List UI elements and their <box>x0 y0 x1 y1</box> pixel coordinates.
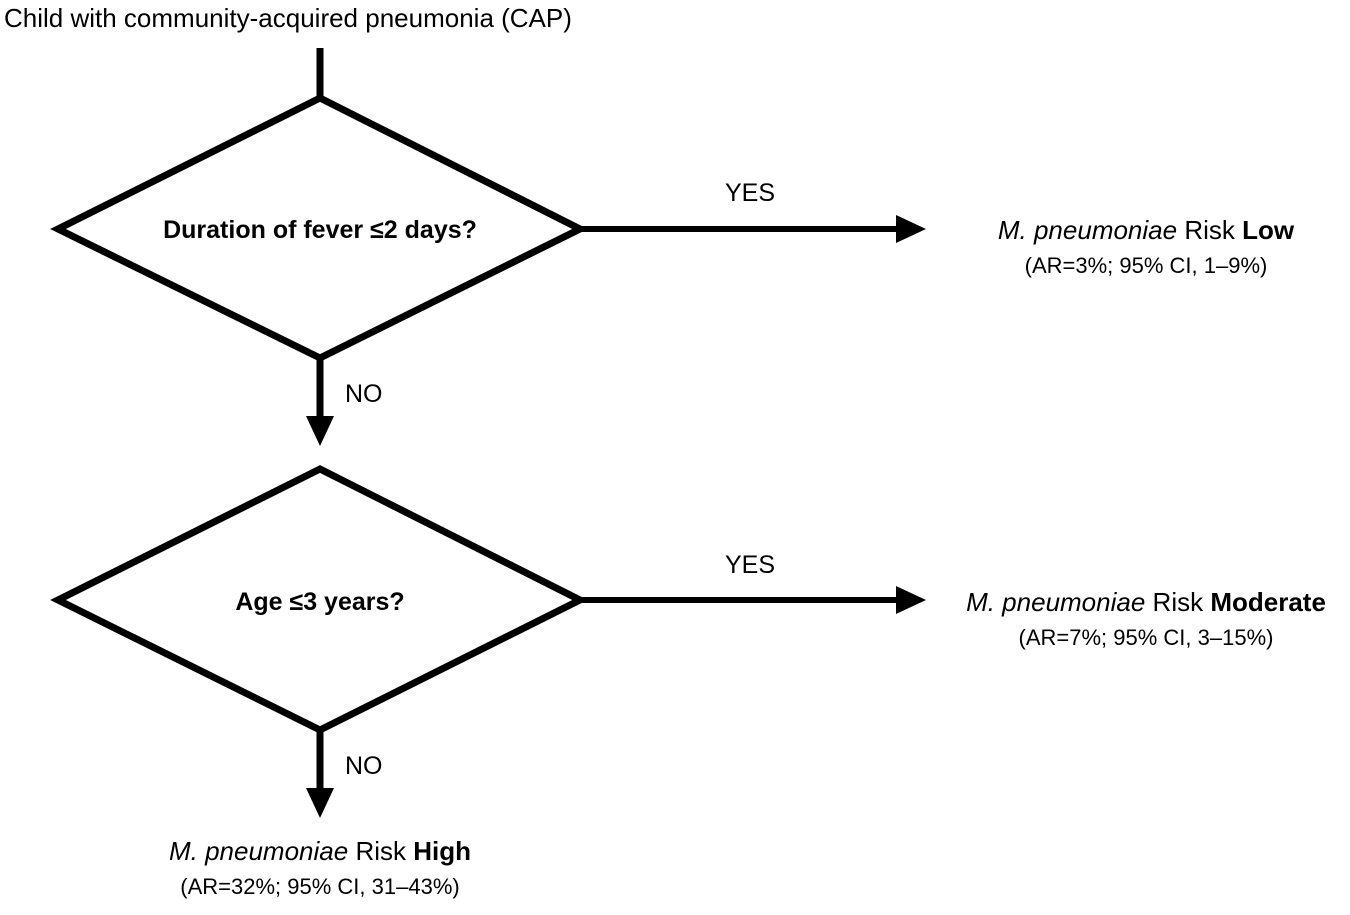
outcome-low-risk-word: Risk <box>1184 215 1235 245</box>
decision-1-question: Duration of fever ≤2 days? <box>163 216 477 244</box>
decision-1-no-arrowhead <box>306 416 334 446</box>
decision-1-yes-label: YES <box>725 179 776 207</box>
decision-2-yes-label: YES <box>725 551 776 579</box>
outcome-moderate-risk-word: Risk <box>1152 587 1204 617</box>
outcome-high-title: M. pneumoniae Risk High <box>169 838 471 864</box>
decision-2-yes-arrowhead <box>896 586 926 614</box>
outcome-moderate-organism: M. pneumoniae <box>966 587 1146 617</box>
decision-2-question: Age ≤3 years? <box>235 588 405 616</box>
outcome-moderate-stats: (AR=7%; 95% CI, 3–15%) <box>1018 625 1274 650</box>
outcome-low-title: M. pneumoniae Risk Low <box>998 217 1294 243</box>
outcome-low: M. pneumoniae Risk Low (AR=3%; 95% CI, 1… <box>998 217 1294 277</box>
outcome-moderate-title: M. pneumoniae Risk Moderate <box>966 589 1326 615</box>
decision-2-no-label: NO <box>345 752 383 780</box>
outcome-moderate-level: Moderate <box>1210 587 1326 617</box>
outcome-low-organism: M. pneumoniae <box>997 215 1178 245</box>
decision-1-yes-arrowhead <box>896 215 926 243</box>
outcome-low-stats: (AR=3%; 95% CI, 1–9%) <box>1024 253 1268 278</box>
outcome-moderate: M. pneumoniae Risk Moderate (AR=7%; 95% … <box>966 589 1326 649</box>
outcome-high-organism: M. pneumoniae <box>168 836 349 866</box>
outcome-high: M. pneumoniae Risk High (AR=32%; 95% CI,… <box>169 838 471 898</box>
outcome-high-level: High <box>413 836 472 866</box>
decision-1-no-label: NO <box>345 380 383 408</box>
decision-2-no-arrowhead <box>306 788 334 818</box>
outcome-high-risk-word: Risk <box>355 836 407 866</box>
outcome-low-level: Low <box>1242 215 1295 245</box>
start-node-label: Child with community-acquired pneumonia … <box>4 3 572 33</box>
outcome-high-stats: (AR=32%; 95% CI, 31–43%) <box>180 874 460 899</box>
